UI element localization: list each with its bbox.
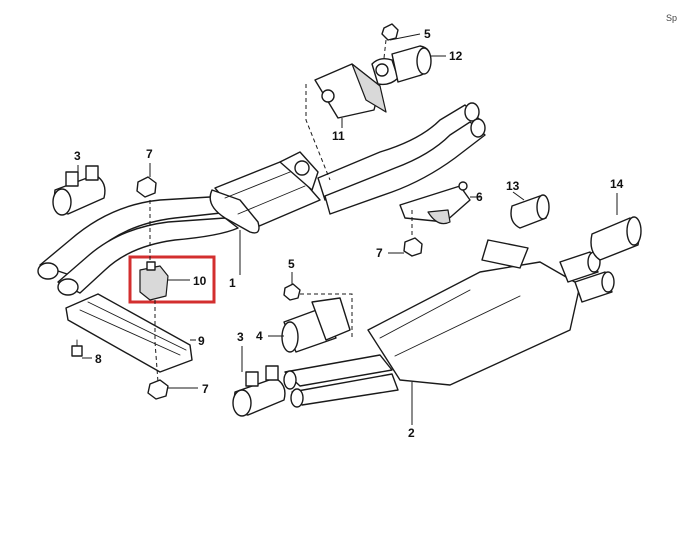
tail-tube-12: [371, 23, 432, 86]
label-8: 8: [95, 352, 102, 366]
label-13: 13: [506, 179, 520, 193]
label-2: 2: [408, 426, 415, 440]
rear-silencer-2: [283, 239, 615, 408]
highlight-box: [128, 255, 216, 304]
tail-tip-14: [590, 216, 642, 261]
label-7-middle: 7: [376, 246, 383, 260]
rubber-mount-10: [139, 261, 169, 301]
label-5-upper: 5: [424, 27, 431, 41]
label-14: 14: [610, 177, 624, 191]
nut-5-lower: [283, 283, 301, 301]
label-7-upper: 7: [146, 147, 153, 161]
tail-tip-13: [510, 194, 550, 229]
nut-7-upper: [136, 176, 157, 198]
label-9: 9: [198, 334, 205, 348]
label-4: 4: [256, 329, 263, 343]
pipe-4: [281, 297, 351, 353]
leader-lines: [77, 33, 618, 425]
dashed-guides: [149, 39, 413, 383]
bracket-11: [314, 63, 387, 119]
label-3-lower: 3: [237, 330, 244, 344]
label-5-lower: 5: [288, 257, 295, 271]
label-11: 11: [332, 129, 345, 143]
label-12: 12: [449, 49, 463, 63]
clamp-3-upper: [52, 165, 106, 216]
label-3-upper: 3: [74, 149, 81, 163]
label-10: 10: [193, 274, 207, 288]
bolt-8: [71, 339, 83, 357]
clamp-3-lower: [232, 365, 286, 417]
label-1: 1: [229, 276, 236, 290]
label-7-lower: 7: [202, 382, 209, 396]
center-silencer: [209, 102, 486, 234]
corner-text: Sp: [666, 13, 677, 23]
bracket-6: [399, 181, 471, 225]
label-6: 6: [476, 190, 483, 204]
nut-7-lower: [147, 379, 169, 400]
heat-shield-9: [65, 293, 193, 373]
nut-7-middle: [403, 237, 423, 257]
